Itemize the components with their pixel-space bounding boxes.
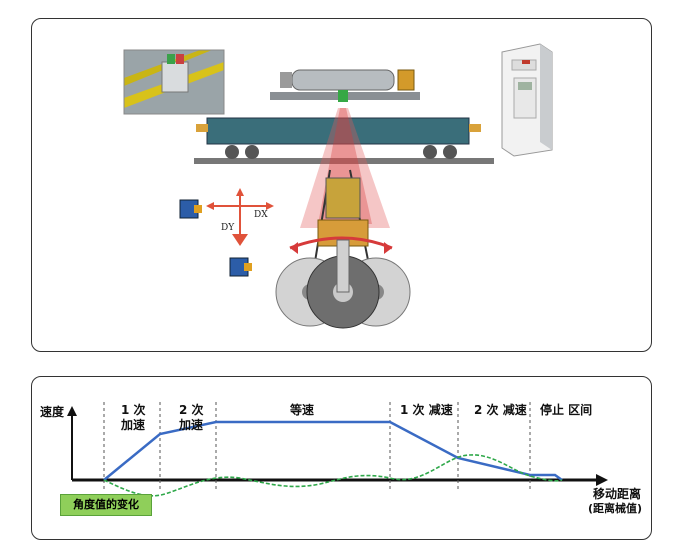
y-axis-label: 速度 xyxy=(40,404,65,419)
inverter-drive-cabinet xyxy=(501,43,553,157)
phase-6-label: 停止 区间 xyxy=(540,402,592,417)
phase-2-sublabel: 加速 xyxy=(178,417,203,432)
dx-label: DX xyxy=(254,210,268,220)
position-sensor-lower xyxy=(229,257,252,277)
dx-dy-arrows xyxy=(206,188,274,246)
angle-change-tag: 角度值的变化 xyxy=(60,494,152,516)
phase-dividers xyxy=(103,402,531,492)
speed-chart: 速度 移动距离 (距离械值) 1 次 加速 2 次 加速 等速 1 次 减速 2… xyxy=(40,402,642,515)
phase-4-label: 1 次 减速 xyxy=(400,402,453,417)
speed-curve xyxy=(103,420,563,482)
dy-label: DY xyxy=(221,223,235,233)
phase-1-sublabel: 加速 xyxy=(120,417,145,432)
phase-1-label: 1 次 xyxy=(121,402,146,417)
phase-2-label: 2 次 xyxy=(179,402,204,417)
steel-coils xyxy=(275,239,411,329)
rail-inset-photo xyxy=(123,49,225,115)
speed-diagram-panel xyxy=(31,376,652,540)
x-axis-label: 移动距离 xyxy=(593,486,641,501)
crane-girder xyxy=(194,117,494,164)
phase-3-label: 等速 xyxy=(289,402,314,417)
angle-change-curve xyxy=(103,454,563,497)
phase-5-label: 2 次 减速 xyxy=(474,402,527,417)
trolley xyxy=(270,69,420,102)
x-axis-sublabel: (距离械值) xyxy=(588,501,642,515)
position-sensor-upper xyxy=(179,199,202,219)
